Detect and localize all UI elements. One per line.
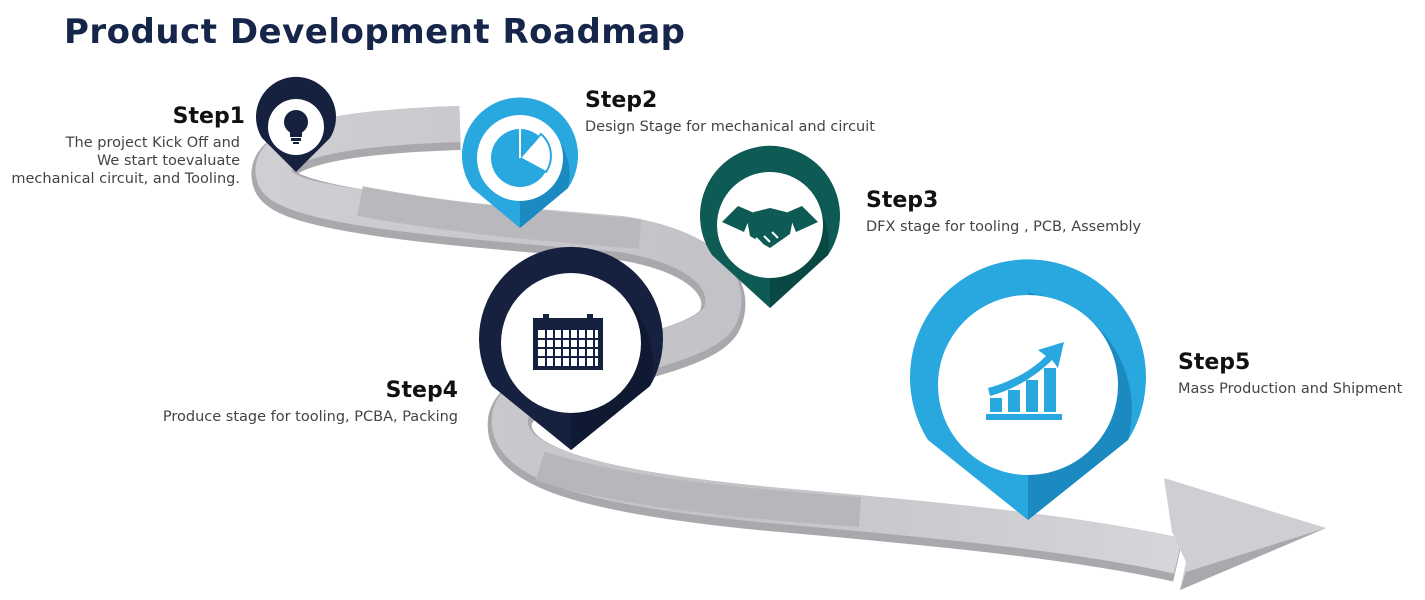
- step1-description-line: We start toevaluate: [96, 153, 240, 169]
- page-title: Product Development Roadmap: [64, 12, 686, 52]
- step5-pin[interactable]: [910, 259, 1146, 520]
- step2-pin[interactable]: [461, 97, 578, 228]
- step4-text: Step4 Produce stage for tooling, PCBA, P…: [163, 378, 458, 426]
- step1-pin[interactable]: [256, 76, 336, 172]
- step1-text: Step1 The project Kick Off and We start …: [11, 104, 245, 188]
- step1-description: The project Kick Off and We start toeval…: [11, 134, 240, 188]
- step3-description-line: DFX stage for tooling , PCB, Assembly: [866, 219, 1142, 235]
- step2-description-line: Design Stage for mechanical and circuit: [585, 119, 875, 135]
- step2-label: Step2: [585, 88, 658, 113]
- step3-pin[interactable]: [699, 145, 840, 308]
- pie-chart-icon: [491, 129, 552, 187]
- step5-description: Mass Production and Shipment: [1178, 380, 1402, 398]
- step3-text: Step3 DFX stage for tooling , PCB, Assem…: [866, 188, 1141, 236]
- step3-description: DFX stage for tooling , PCB, Assembly: [866, 218, 1141, 236]
- lightbulb-icon: [284, 110, 308, 144]
- step1-description-line: The project Kick Off and: [65, 135, 240, 151]
- step2-text: Step2 Design Stage for mechanical and ci…: [585, 88, 875, 136]
- step4-description: Produce stage for tooling, PCBA, Packing: [163, 408, 458, 426]
- step4-description-line: Produce stage for tooling, PCBA, Packing: [162, 409, 458, 425]
- step4-label: Step4: [385, 378, 458, 403]
- step1-label: Step1: [172, 104, 245, 129]
- step1-description-line: mechanical circuit, and Tooling.: [11, 171, 240, 187]
- growth-chart-icon: [986, 342, 1064, 420]
- step2-description: Design Stage for mechanical and circuit: [585, 118, 875, 136]
- calendar-icon: [533, 314, 603, 370]
- step5-label: Step5: [1178, 350, 1251, 375]
- step5-description-line: Mass Production and Shipment: [1178, 381, 1403, 397]
- step4-pin[interactable]: [479, 246, 663, 450]
- step5-text: Step5 Mass Production and Shipment: [1178, 350, 1402, 398]
- road-arrow-head: [1164, 478, 1326, 590]
- step3-label: Step3: [866, 188, 939, 213]
- winding-road: [251, 106, 1183, 582]
- handshake-icon: [722, 206, 818, 248]
